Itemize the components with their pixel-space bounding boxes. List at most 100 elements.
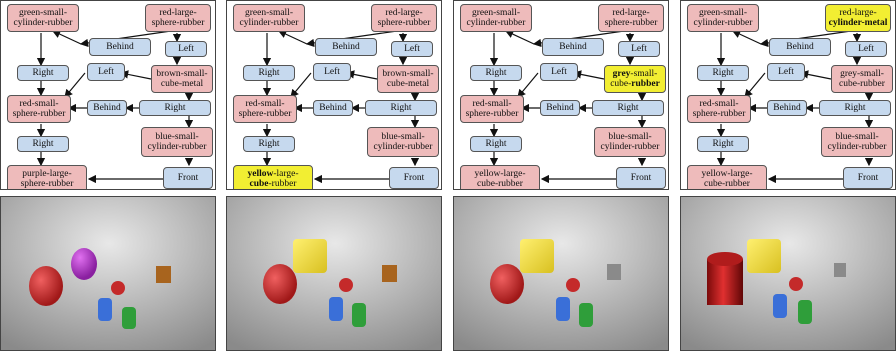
node-text: cube-rubber [610,79,660,90]
relation-behind: Behind [313,100,353,116]
node-text: blue-small- [381,131,425,142]
node-text: sphere-rubber [377,18,431,28]
red-large-cylinder [707,259,743,305]
node-red-large-cylinder-metal-modified: red-large-cylinder-metal [825,4,891,32]
relation-behind: Behind [89,38,151,56]
relation-left: Left [845,41,887,57]
node-text: cylinder-rubber [147,142,207,152]
rendered-scene-4 [680,196,896,351]
node-text: green-small- [471,7,520,18]
blue-small-cylinder [98,298,112,321]
node-brown-small-cube-metal: brown-small-cube-metal [151,65,213,93]
brown-small-cube [382,265,397,282]
relation-left: Left [767,63,805,81]
node-red-small-sphere-rubber: red-small-sphere-rubber [687,95,751,123]
node-text: red-large- [159,7,197,18]
red-large-cylinder-top [707,252,743,266]
node-text: cube-rubber [249,179,297,189]
node-red-large-sphere-rubber: red-large-sphere-rubber [145,4,211,32]
relation-right: Right [697,65,749,81]
purple-large-sphere [71,248,97,280]
node-text: red-large- [612,7,650,18]
red-small-sphere [789,277,803,291]
scene-background [227,197,441,350]
relation-behind: Behind [767,100,807,116]
node-text: sphere-rubber [692,109,746,119]
relation-behind: Behind [315,38,377,56]
panel-4: green-small-cylinder-rubber red-large-cy… [680,0,896,351]
node-yellow-large-cube-rubber-modified: yellow-large-cube-rubber [233,165,313,189]
yellow-large-cube [293,239,327,273]
node-text: cube-rubber [704,179,750,189]
yellow-large-cube [520,239,554,273]
scene-graph-4: green-small-cylinder-rubber red-large-cy… [680,0,896,190]
node-text-modified: cylinder-metal [828,18,888,28]
node-blue-small-cylinder-rubber: blue-small-cylinder-rubber [594,127,666,157]
graph-edges [489,30,647,184]
node-text: grey-small- [613,69,658,80]
red-large-sphere [490,264,524,304]
blue-small-cylinder [329,297,343,321]
node-grey-small-cube-rubber: grey-small-cube-rubber [831,65,893,93]
rendered-scene-2 [226,196,442,351]
green-small-cylinder [798,300,812,324]
relation-right: Right [17,136,69,152]
node-text: green-small- [244,7,293,18]
node-text: cylinder-rubber [693,18,753,28]
node-text-modified: grey [612,68,631,79]
relation-left: Left [540,63,578,81]
relation-left: Left [391,41,433,57]
node-text: blue-small- [835,131,879,142]
node-text: green-small- [18,7,67,18]
panel-1: green-small-cylinder-rubber red-large-sp… [0,0,216,351]
relation-left: Left [165,41,207,57]
node-text: cylinder-rubber [373,142,433,152]
node-text: -large- [273,168,299,179]
node-text: red-small- [472,98,512,109]
node-text: sphere-rubber [20,179,74,189]
node-text: sphere-rubber [604,18,658,28]
node-text: red-small- [245,98,285,109]
relation-left: Left [313,63,351,81]
relation-right: Right [365,100,437,116]
relation-front: Front [843,167,893,189]
green-small-cylinder [122,307,136,329]
node-text: sphere-rubber [465,109,519,119]
node-text: cylinder-rubber [13,18,73,28]
node-text: sphere-rubber [151,18,205,28]
node-blue-small-cylinder-rubber: blue-small-cylinder-rubber [141,127,213,157]
node-text: -small- [630,68,658,79]
node-text: brown-small- [382,68,434,79]
node-text-modified: cube [249,179,269,189]
node-text: cylinder-rubber [466,18,526,28]
node-green-small-cylinder-rubber: green-small-cylinder-rubber [7,4,79,32]
node-text: green-small- [698,7,747,18]
node-text: yellow-large- [247,169,298,180]
node-blue-small-cylinder-rubber: blue-small-cylinder-rubber [821,127,893,157]
relation-right: Right [592,100,664,116]
node-red-large-sphere-rubber: red-large-sphere-rubber [371,4,437,32]
grey-small-cube [834,263,846,277]
node-text: blue-small- [155,131,199,142]
node-text: grey-small- [840,68,884,79]
node-text: cube-metal [160,79,204,89]
red-large-sphere [29,266,63,306]
relation-front: Front [163,167,213,189]
rendered-scene-3 [453,196,669,351]
node-green-small-cylinder-rubber: green-small-cylinder-rubber [460,4,532,32]
node-text: yellow-large- [701,168,753,179]
relation-behind: Behind [542,38,604,56]
green-small-cylinder [352,303,366,327]
scene-graph-3: green-small-cylinder-rubber red-large-sp… [453,0,669,190]
relation-right: Right [819,100,891,116]
scene-background [454,197,668,350]
relation-right: Right [243,65,295,81]
node-yellow-large-cube-rubber: yellow-large-cube-rubber [460,165,540,189]
scene-graph-1: green-small-cylinder-rubber red-large-sp… [0,0,216,190]
node-text: cylinder-rubber [827,142,887,152]
relation-behind: Behind [540,100,580,116]
node-blue-small-cylinder-rubber: blue-small-cylinder-rubber [367,127,439,157]
node-text: red-large- [385,7,423,18]
red-small-sphere [339,278,353,292]
node-text: brown-small- [156,68,208,79]
